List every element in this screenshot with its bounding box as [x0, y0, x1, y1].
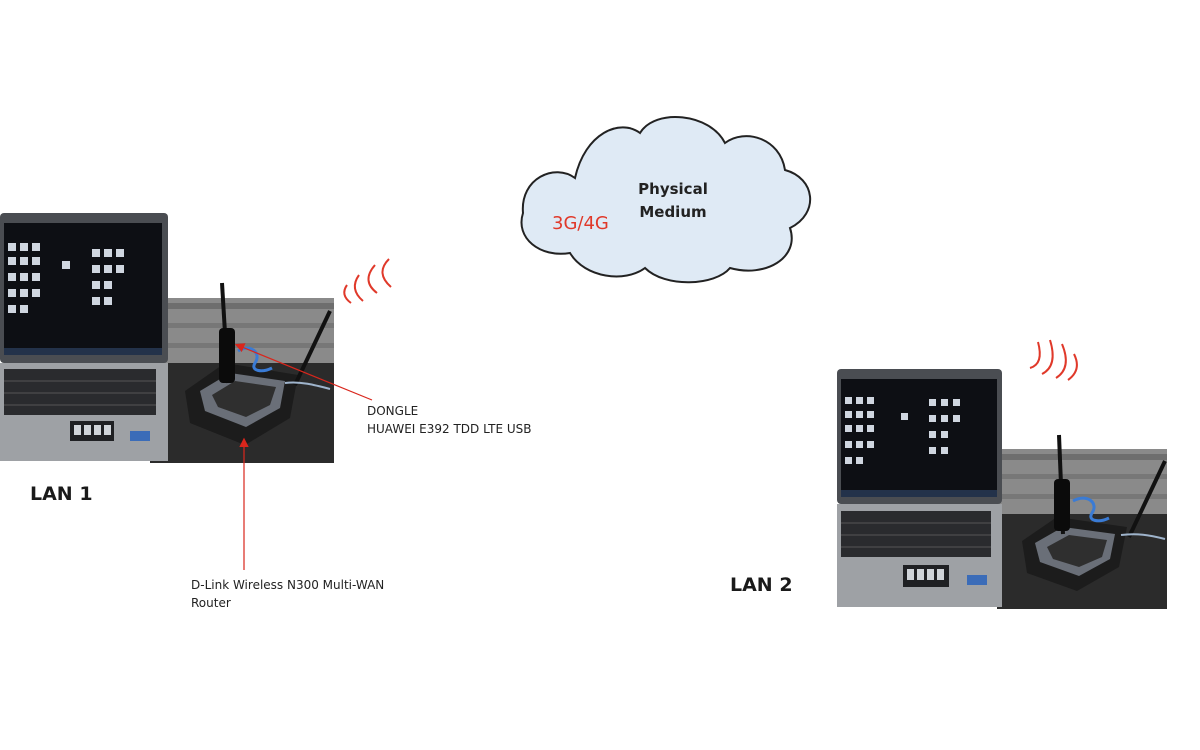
lan2-setup-illustration — [837, 369, 1167, 609]
cloud-title: Physical Medium — [618, 178, 728, 224]
lan2-signal-waves — [1029, 339, 1078, 381]
dongle-arrow — [234, 343, 373, 401]
lan1-label: LAN 1 — [30, 483, 93, 505]
cloud-network-label: 3G/4G — [552, 213, 609, 234]
cloud-title-line1: Physical — [638, 180, 708, 198]
lan1-setup-illustration — [0, 213, 334, 463]
lan2-label: LAN 2 — [730, 574, 793, 596]
lan1-signal-waves — [343, 258, 392, 304]
router-label: D-Link Wireless N300 Multi-WAN Router — [191, 578, 385, 610]
cloud-title-line2: Medium — [639, 203, 707, 221]
physical-medium-cloud — [520, 116, 811, 284]
dongle-label: DONGLE HUAWEI E392 TDD LTE USB — [367, 404, 532, 436]
